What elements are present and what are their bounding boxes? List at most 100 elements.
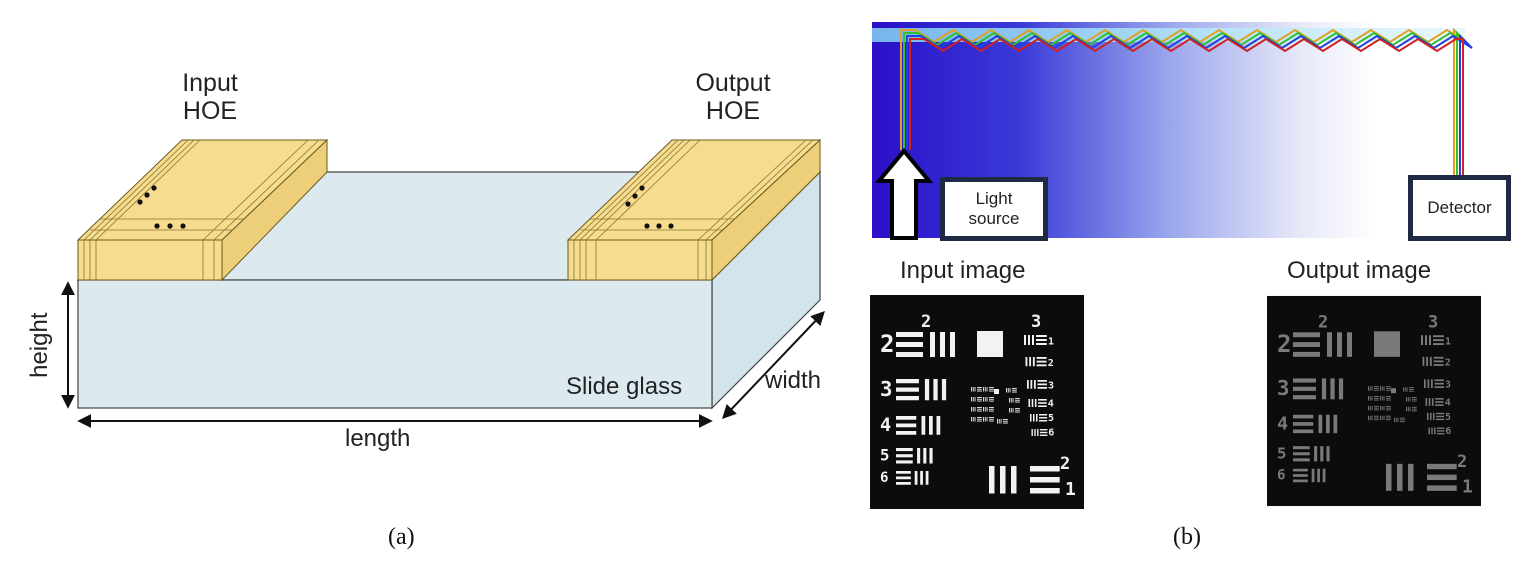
vertical-bar [1427,379,1430,388]
horizontal-bar [1374,409,1379,411]
horizontal-bar [1037,380,1047,382]
square-patch [1374,331,1400,357]
horizontal-bar [1293,395,1316,400]
vertical-bar [1425,335,1427,346]
vertical-bar [972,407,974,412]
vertical-bar [1383,386,1385,391]
vertical-bar [1010,398,1012,403]
horizontal-bar [1036,360,1047,363]
horizontal-bar [896,379,919,384]
vertical-bar [936,416,941,435]
vertical-bar [1024,335,1026,345]
element-label: 5 [880,445,889,464]
square-patch [994,389,999,394]
vertical-bar [1409,406,1411,412]
horizontal-bar [1386,419,1391,421]
horizontal-bar [1427,485,1457,491]
vertical-bar [971,407,972,412]
horizontal-bar [896,454,913,458]
horizontal-bar [1412,400,1417,402]
horizontal-bar [1003,422,1008,424]
vertical-bar [1010,408,1012,413]
horizontal-bar [1036,357,1047,359]
vertical-bar [917,448,921,464]
horizontal-bar [1030,488,1060,494]
horizontal-bar [1374,386,1379,388]
horizontal-bar [1036,339,1047,341]
horizontal-bar [989,410,994,412]
horizontal-bar [896,423,917,428]
vertical-bar [974,407,976,412]
horizontal-bar [1003,419,1008,420]
vertical-bar [1381,396,1383,401]
ray-path [903,30,1470,175]
element-label: 1 [1065,479,1076,500]
horizontal-bar [977,387,982,388]
vertical-bar [1369,405,1371,411]
horizontal-bar [1436,418,1445,421]
vertical-bar [1430,412,1432,421]
horizontal-bar [1409,389,1414,390]
horizontal-bar [1386,389,1391,391]
horizontal-bar [1412,406,1417,408]
horizontal-bar [1434,382,1444,385]
vertical-bar [1395,417,1397,423]
horizontal-bar [1374,396,1379,397]
vertical-bar [1337,332,1342,357]
output-hoe-label: Output HOE [683,69,783,125]
horizontal-bar [1015,401,1020,403]
vertical-bar [972,417,974,422]
horizontal-bar [1039,420,1048,422]
vertical-bar [1381,386,1383,391]
vertical-bar [983,387,984,392]
horizontal-bar [1374,399,1379,401]
element-label: 2 [1048,358,1054,369]
vertical-bar [1320,446,1324,462]
horizontal-bar [1030,466,1060,472]
vertical-bar [1326,446,1330,462]
vertical-bar [1427,412,1429,421]
length-label: length [345,425,411,452]
vertical-bar [983,417,984,422]
vertical-bar [1368,386,1369,391]
height-label: height [25,312,53,378]
element-label: 1 [1445,337,1451,348]
element-label: 5 [1445,412,1451,423]
horizontal-bar [1435,401,1444,403]
element-label: 4 [1277,414,1288,435]
vertical-bar [1330,378,1335,400]
vertical-bar [924,379,930,401]
vertical-bar [971,417,972,422]
horizontal-bar [1436,433,1445,435]
horizontal-bar [1039,429,1048,431]
vertical-bar [1380,405,1381,411]
horizontal-bar [896,396,919,401]
horizontal-bar [1435,398,1444,400]
vertical-bar [1000,419,1002,424]
vertical-bar [1326,414,1330,434]
horizontal-bar [1427,463,1457,470]
glass-front-face [77,279,713,409]
vertical-bar [972,387,974,392]
horizontal-bar [896,448,913,452]
vertical-bar [1028,399,1031,407]
horizontal-bar [1015,409,1020,411]
vertical-bar [984,417,986,422]
horizontal-bar [977,398,982,400]
vertical-bar [1406,406,1407,412]
vertical-bar [1369,396,1371,401]
horizontal-bar [989,417,994,418]
vertical-bar [1368,405,1369,411]
vertical-bar [1338,378,1344,400]
horizontal-bar [1412,408,1417,410]
vertical-bar [1406,397,1407,402]
horizontal-bar [1374,389,1379,391]
vertical-bar [925,471,929,485]
vertical-bar [940,332,945,357]
group-label: 3 [1428,312,1438,332]
vertical-bar [1006,388,1007,393]
horizontal-bar [1433,339,1444,342]
horizontal-bar [1374,397,1379,399]
horizontal-bar [1293,351,1320,357]
